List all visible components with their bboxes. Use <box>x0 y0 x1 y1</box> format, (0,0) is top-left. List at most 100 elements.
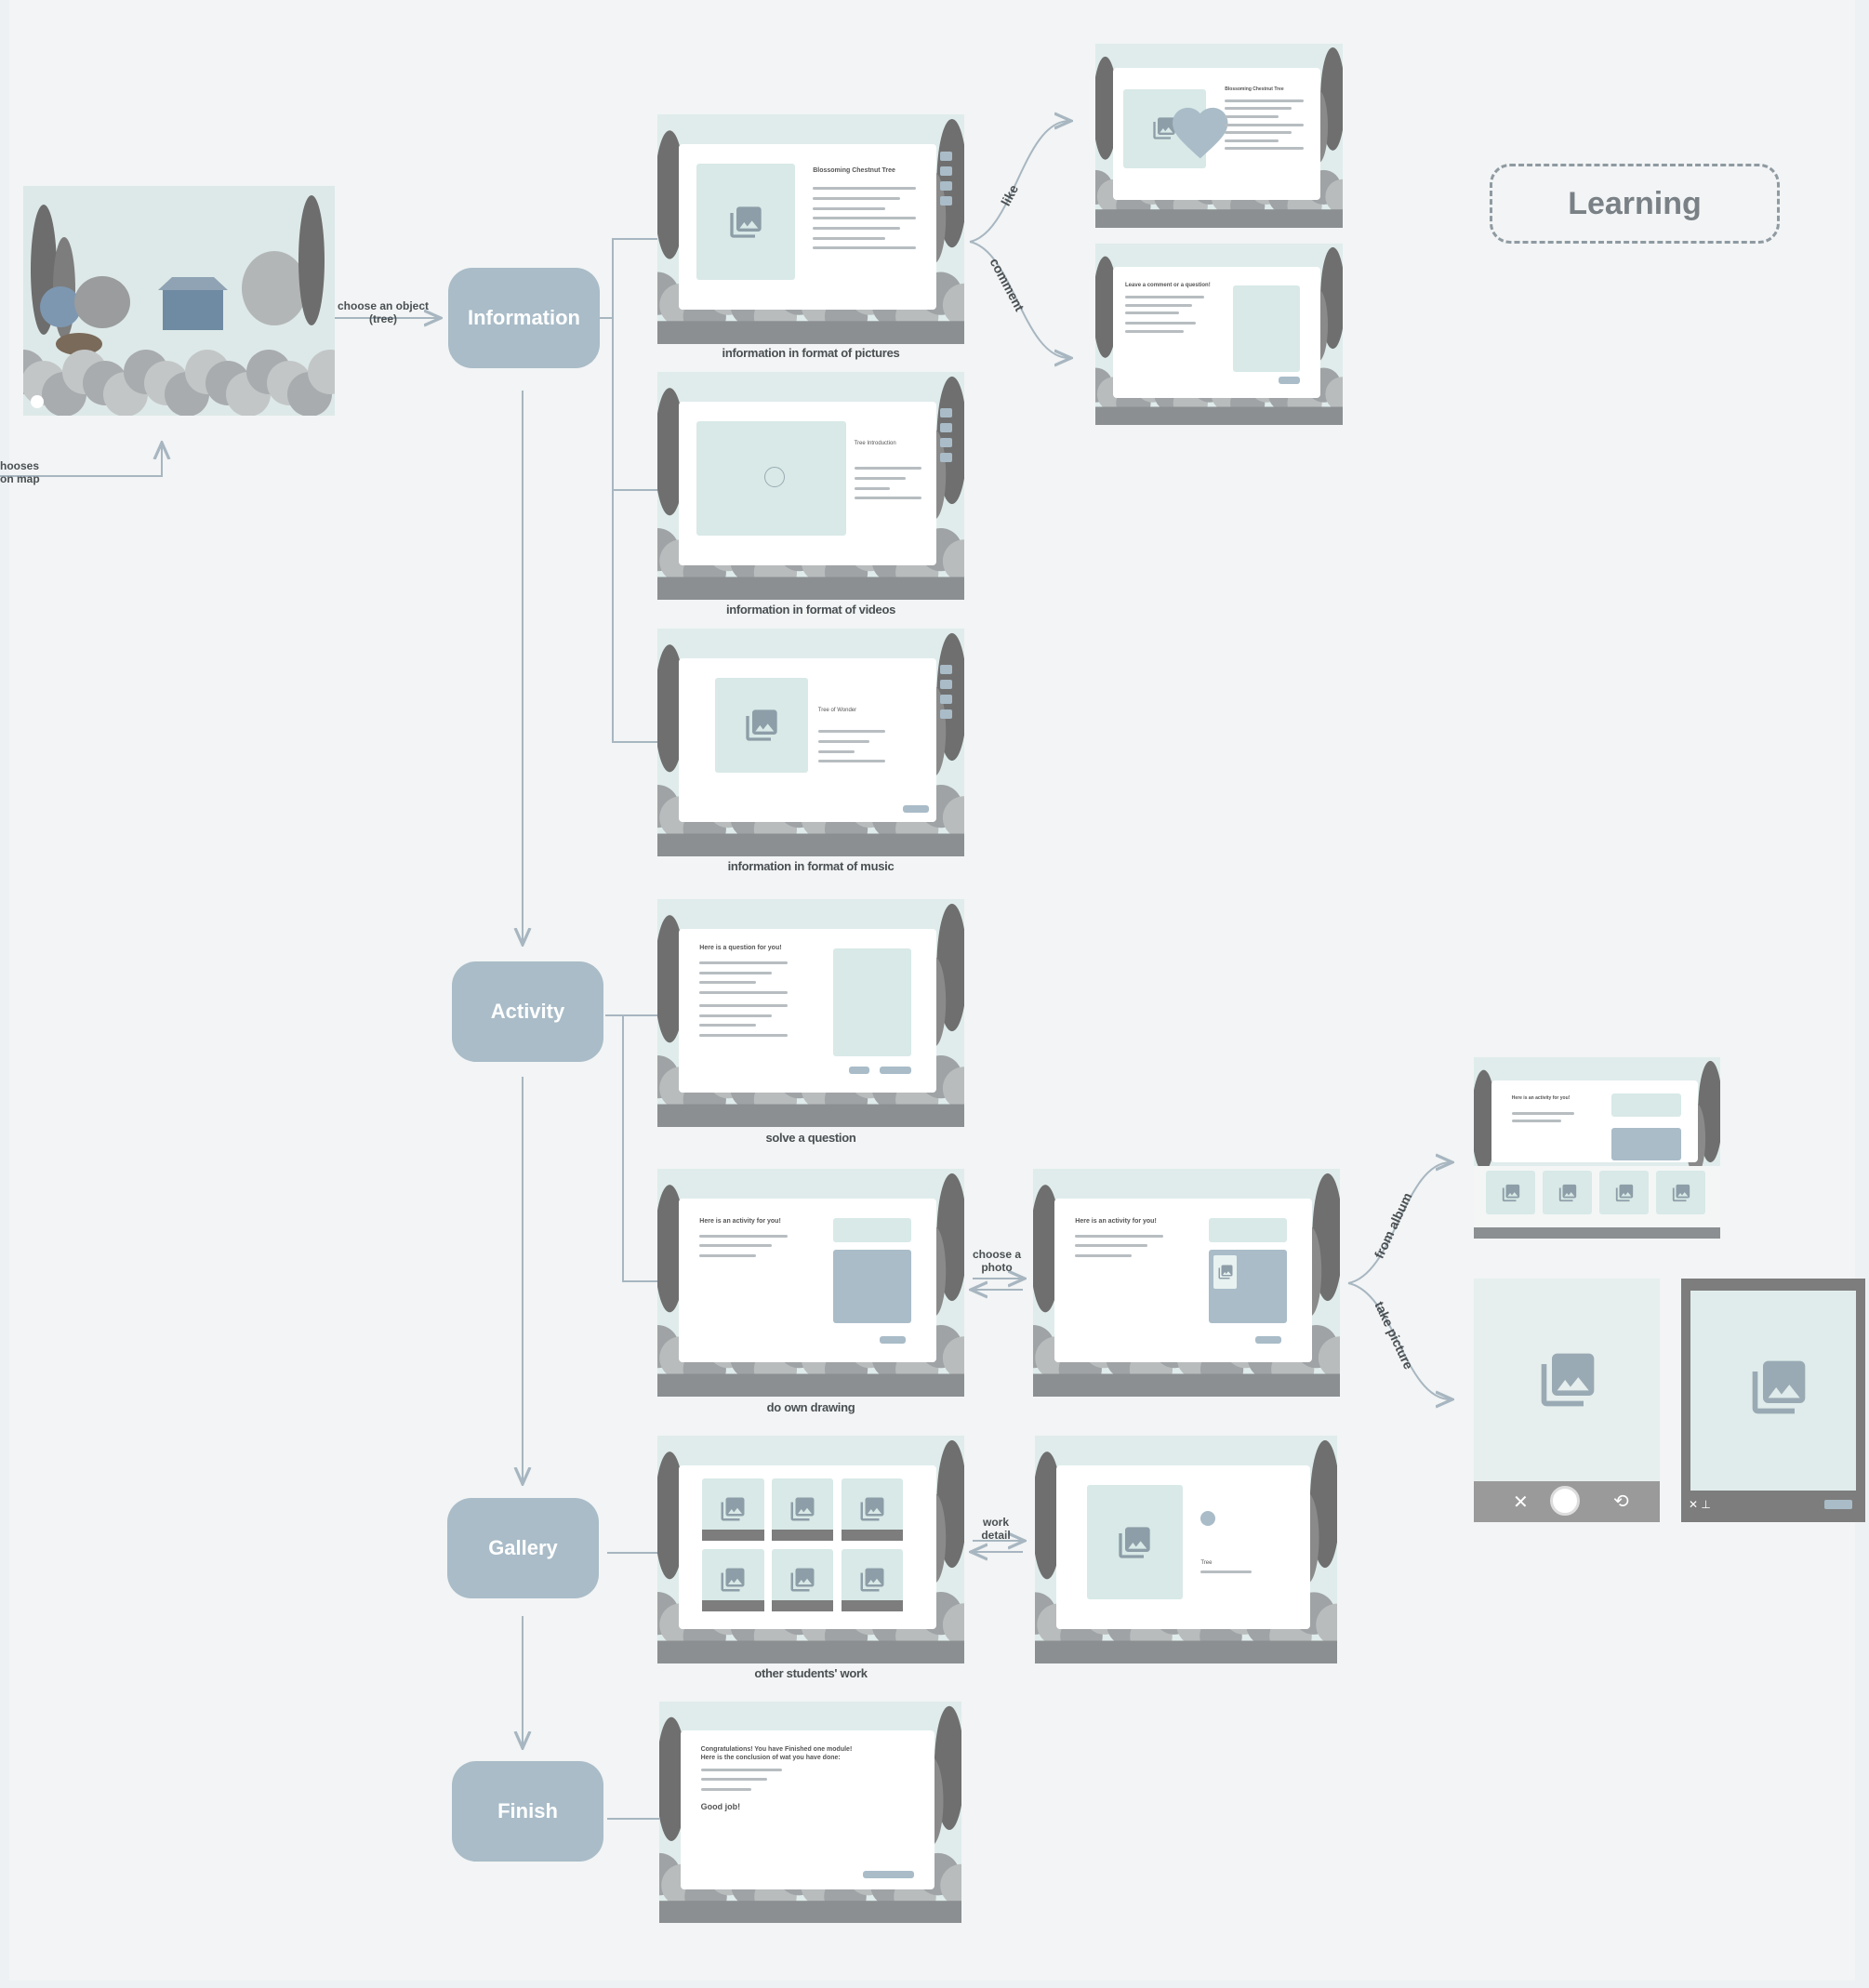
album-toolbar: ✕ ⊥ <box>1681 1491 1865 1522</box>
close-icon[interactable]: ✕ <box>1513 1492 1529 1513</box>
side-toolbar[interactable] <box>939 665 952 724</box>
instruction-box <box>1611 1093 1682 1117</box>
gallery-item[interactable] <box>841 1548 904 1611</box>
text-line <box>854 467 921 470</box>
text-line <box>813 227 901 231</box>
text-line <box>700 1787 752 1791</box>
text-line <box>1200 1570 1252 1573</box>
text-line <box>1125 303 1192 307</box>
play-button[interactable] <box>903 804 929 813</box>
rotate-icon[interactable]: ⟲ <box>1613 1491 1629 1512</box>
shutter-icon[interactable] <box>1550 1486 1580 1516</box>
work-detail-screen: Tree <box>1035 1436 1337 1663</box>
text-line <box>813 246 917 250</box>
heart-icon[interactable] <box>1167 99 1234 166</box>
pictures-screen: Blossoming Chestnut Tree <box>657 114 964 344</box>
solve-question-screen: Here is a question for you! <box>657 899 964 1127</box>
tree-title: Blossoming Chestnut Tree <box>813 167 895 174</box>
screen-card: Here is an activity for you! <box>679 1198 937 1363</box>
check-button[interactable] <box>849 1067 870 1074</box>
album-photo[interactable] <box>1543 1171 1593 1214</box>
text-line <box>813 187 917 191</box>
text-line <box>813 197 901 200</box>
instruction-box <box>1209 1218 1287 1243</box>
close-icon[interactable]: ✕ ⊥ <box>1689 1497 1711 1511</box>
text-line <box>699 1253 757 1257</box>
avatar <box>1200 1511 1216 1527</box>
camera-screen: ✕ ⟲ <box>1474 1279 1660 1522</box>
submit-button[interactable] <box>880 1336 907 1344</box>
gallery-item[interactable] <box>771 1478 834 1541</box>
image-gallery-icon <box>1746 1356 1811 1424</box>
node-information: Information <box>448 268 600 368</box>
caption-videos: information in format of videos <box>725 603 896 616</box>
image-gallery-icon <box>1535 1348 1600 1416</box>
music-title: Tree of Wonder <box>817 707 857 713</box>
text-line <box>813 217 917 220</box>
album-cover-placeholder <box>714 678 808 774</box>
screen-card: Here is an activity for you! <box>1054 1198 1313 1363</box>
choose-photo-line1: choose a <box>972 1248 1022 1261</box>
finish-screen: Congratulations! You have Finished one m… <box>659 1702 961 1923</box>
screen-card: Blossoming Chestnut Tree <box>679 144 937 310</box>
drawing-area <box>1611 1128 1682 1161</box>
caption-solve: solve a question <box>765 1131 856 1145</box>
album-photo[interactable] <box>1486 1171 1536 1214</box>
album-photo[interactable] <box>1656 1171 1706 1214</box>
screen-card: Tree <box>1055 1464 1310 1630</box>
submit-button[interactable] <box>880 1067 911 1074</box>
gallery-item[interactable] <box>702 1478 764 1541</box>
side-toolbar[interactable] <box>939 151 952 211</box>
work-detail-label: work detail <box>973 1516 1019 1542</box>
text-line <box>1125 329 1184 333</box>
gallery-item[interactable] <box>771 1548 834 1611</box>
question-heading: Here is a question for you! <box>699 945 782 952</box>
send-button[interactable] <box>1279 377 1300 385</box>
chooses-line1: hooses <box>0 459 40 472</box>
screen-card: Leave a comment or a question! <box>1112 267 1321 398</box>
gallery-screen <box>657 1436 964 1663</box>
finish-good: Good job! <box>700 1802 741 1812</box>
play-icon[interactable] <box>763 467 785 488</box>
confirm-button[interactable] <box>1824 1499 1852 1509</box>
text-line <box>1225 139 1279 142</box>
gallery-item[interactable] <box>702 1548 764 1611</box>
drawing-area[interactable] <box>1209 1249 1287 1323</box>
work-detail-line2: detail <box>981 1529 1011 1542</box>
node-finish: Finish <box>452 1761 603 1862</box>
work-image <box>1086 1485 1184 1600</box>
text-line <box>699 971 772 974</box>
text-line <box>700 1769 782 1772</box>
gallery-user: Tree <box>1200 1560 1213 1567</box>
text-line <box>1225 99 1305 102</box>
text-line <box>817 749 855 753</box>
text-line <box>699 1024 757 1027</box>
text-line <box>699 1003 788 1007</box>
screen-card: Here is an activity for you! <box>1491 1080 1699 1163</box>
chooses-on-map-label: hooses on map <box>0 459 46 485</box>
side-toolbar[interactable] <box>939 408 952 468</box>
tree-title: Blossoming Chestnut Tree <box>1225 86 1284 92</box>
text-line <box>1125 296 1204 299</box>
choose-photo-label: choose a photo <box>967 1248 1027 1274</box>
submit-button[interactable] <box>1255 1336 1282 1344</box>
answer-input[interactable] <box>833 948 911 1057</box>
gallery-item[interactable] <box>841 1478 904 1541</box>
continue-button[interactable] <box>863 1870 914 1878</box>
drawing-screen: Here is an activity for you! <box>657 1169 964 1397</box>
text-line <box>1225 131 1292 135</box>
drawing-area[interactable] <box>833 1249 911 1323</box>
comment-heading: Leave a comment or a question! <box>1125 283 1211 289</box>
chooses-line2: on map <box>0 472 40 485</box>
album-tablet: ✕ ⊥ <box>1681 1279 1865 1522</box>
album-picker-screen: Here is an activity for you! <box>1474 1057 1720 1239</box>
music-screen: Tree of Wonder <box>657 629 964 856</box>
choose-object-label: choose an object (tree) <box>337 299 430 325</box>
video-title: Tree Introduction <box>854 441 896 447</box>
text-line <box>1075 1244 1147 1248</box>
text-line <box>1125 311 1180 315</box>
album-photo[interactable] <box>1599 1171 1650 1214</box>
album-screen <box>1690 1291 1857 1491</box>
comment-input[interactable] <box>1233 285 1300 372</box>
